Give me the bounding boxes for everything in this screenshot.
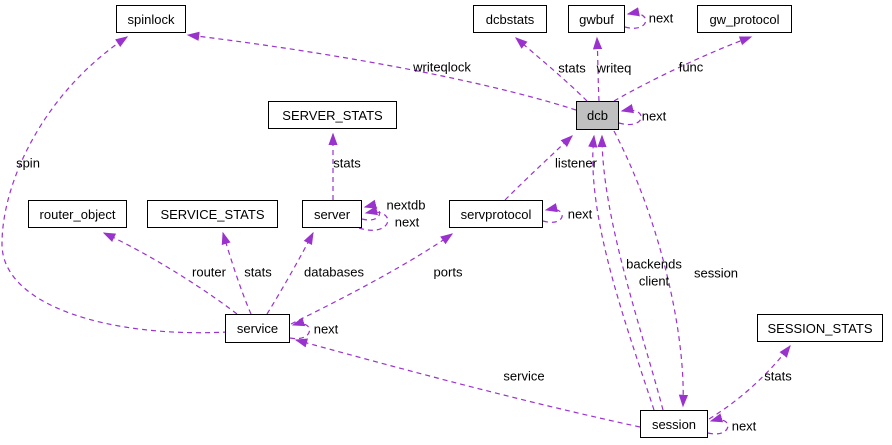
edge-session-self-next xyxy=(707,413,729,435)
node-dcb: dcb xyxy=(576,101,619,130)
edge-label-func: func xyxy=(678,59,704,75)
node-session[interactable]: session xyxy=(640,410,708,438)
edge-label-writeqlock: writeqlock xyxy=(413,59,471,75)
edge-label-databases: databases xyxy=(304,264,364,280)
edge-server-self-next xyxy=(358,206,389,231)
node-gw-protocol[interactable]: gw_protocol xyxy=(697,5,792,33)
edge-service-servicestats-stats xyxy=(221,231,252,315)
edge-label-spin: spin xyxy=(16,155,40,171)
edge-service-self-next xyxy=(289,317,311,340)
edge-dcb-dcbstats-stats xyxy=(514,37,588,102)
edge-label-session: session xyxy=(693,265,739,281)
edge-label-next-service: next xyxy=(313,321,339,337)
edge-label-writeq: writeq xyxy=(596,60,632,76)
edge-service-routerobject-router xyxy=(102,232,238,315)
edge-server-self-nextdb xyxy=(361,199,381,221)
edge-label-router: router xyxy=(192,264,226,280)
edge-servprotocol-dcb-listener xyxy=(504,135,573,201)
edge-dcb-session-session xyxy=(613,130,689,408)
edge-label-stats-sessionstats: stats xyxy=(764,368,792,384)
edge-label-backends: backends xyxy=(626,256,682,272)
edge-session-service-service xyxy=(294,338,641,428)
edge-label-next-session: next xyxy=(731,418,757,434)
node-server[interactable]: server xyxy=(302,200,362,228)
edge-label-stats-serverstats: stats xyxy=(333,155,361,171)
node-router-object[interactable]: router_object xyxy=(28,200,127,228)
node-dcbstats[interactable]: dcbstats xyxy=(473,5,547,33)
edge-servprotocol-self-next xyxy=(542,203,563,223)
node-service-stats[interactable]: SERVICE_STATS xyxy=(147,200,278,228)
node-session-stats[interactable]: SESSION_STATS xyxy=(757,314,883,342)
node-service[interactable]: service xyxy=(225,314,290,343)
edge-dcb-gwprotocol-func xyxy=(613,36,753,102)
edge-label-nextdb: nextdb xyxy=(386,197,426,213)
edge-service-server-databases xyxy=(266,231,314,315)
edge-gwbuf-self-next xyxy=(624,7,647,29)
edge-label-stats-dcbstats: stats xyxy=(558,60,586,76)
edge-dcb-spinlock-writeqlock xyxy=(186,31,577,111)
edge-service-spinlock-spin xyxy=(1,36,229,334)
node-servprotocol[interactable]: servprotocol xyxy=(449,200,543,228)
edge-dcb-self-next xyxy=(618,104,642,126)
node-spinlock[interactable]: spinlock xyxy=(116,5,186,33)
edge-label-ports: ports xyxy=(433,264,463,280)
edge-label-next-server: next xyxy=(394,214,420,230)
edge-label-stats-servicestats: stats xyxy=(244,264,272,280)
edge-label-next-servprotocol: next xyxy=(567,206,593,222)
edge-label-client: client xyxy=(638,273,670,289)
edge-dcb-gwbuf-writeq xyxy=(592,36,603,102)
edge-service-servprotocol-ports xyxy=(290,233,454,325)
node-server-stats[interactable]: SERVER_STATS xyxy=(268,101,397,129)
edge-label-listener: listener xyxy=(555,155,597,171)
edge-label-next-dcb: next xyxy=(641,108,667,124)
node-gwbuf[interactable]: gwbuf xyxy=(568,5,625,33)
edge-session-sessionstats-stats xyxy=(708,344,791,420)
edge-label-service: service xyxy=(503,368,545,384)
edge-label-next-gwbuf: next xyxy=(648,10,674,26)
